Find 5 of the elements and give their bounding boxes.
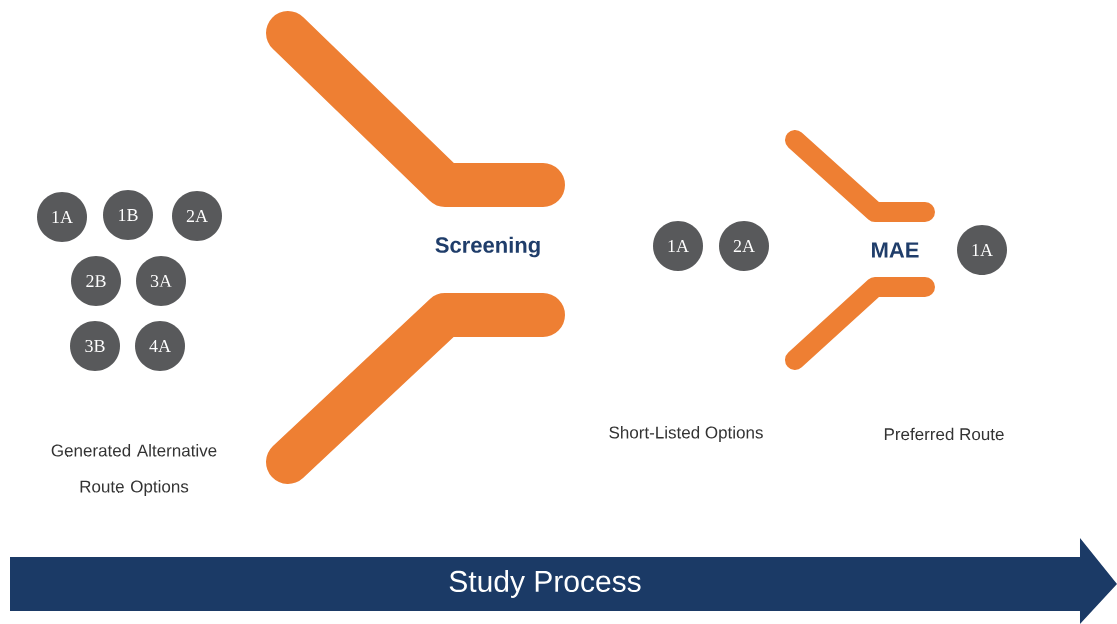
- stage-caption: Short-Listed Options: [609, 426, 763, 442]
- stage-label: MAE: [872, 242, 919, 258]
- stage-caption: Preferred Route: [884, 427, 1004, 441]
- stage-label: Screening: [435, 236, 540, 258]
- stage-caption: Generated Alternative Route Options: [51, 444, 217, 496]
